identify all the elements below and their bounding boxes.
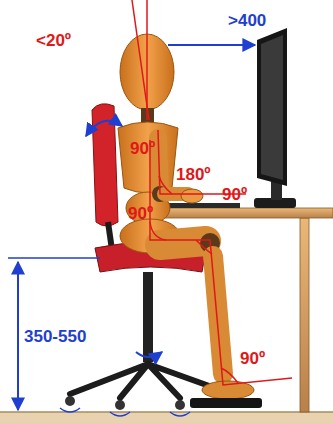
angle-label: 90º xyxy=(130,140,155,158)
ankle-arc xyxy=(221,368,238,383)
torso xyxy=(118,122,178,193)
knee-arc xyxy=(196,240,212,254)
viewing-distance-line xyxy=(168,44,255,46)
shin xyxy=(213,256,223,374)
elbow-arc xyxy=(159,176,172,194)
footrest xyxy=(190,398,262,408)
chair-base xyxy=(70,364,226,398)
head-tilt-guide xyxy=(132,0,149,120)
distance-label: >400 xyxy=(228,12,266,30)
angle-label: 180º xyxy=(176,166,211,184)
swivel-arrow xyxy=(136,352,162,357)
backrest-tilt-arrow xyxy=(86,121,122,136)
angle-label: 90º xyxy=(128,205,153,223)
desk-top xyxy=(160,208,333,218)
caster xyxy=(65,396,75,406)
elbow-guide xyxy=(158,130,246,194)
angle-guides xyxy=(132,0,292,385)
angle-label: 90º xyxy=(222,186,247,204)
angle-label: <20º xyxy=(36,32,71,50)
seat-height-tick xyxy=(8,257,100,259)
foot xyxy=(202,381,254,399)
angle-label: 90º xyxy=(240,350,265,368)
floor-line xyxy=(0,411,333,413)
floor xyxy=(0,412,333,423)
monitor-panel xyxy=(261,35,283,180)
hand xyxy=(181,189,203,203)
monitor-screen xyxy=(257,28,287,186)
hip-arc xyxy=(150,222,166,240)
chair-pole xyxy=(143,272,153,362)
desk-leg xyxy=(300,218,309,412)
caster xyxy=(115,400,125,410)
seat-height-line xyxy=(17,262,19,410)
body-guide xyxy=(150,140,292,385)
caster-rotation-arrow xyxy=(60,408,190,416)
dimension-label: 350-550 xyxy=(24,328,86,346)
caster xyxy=(175,400,185,410)
